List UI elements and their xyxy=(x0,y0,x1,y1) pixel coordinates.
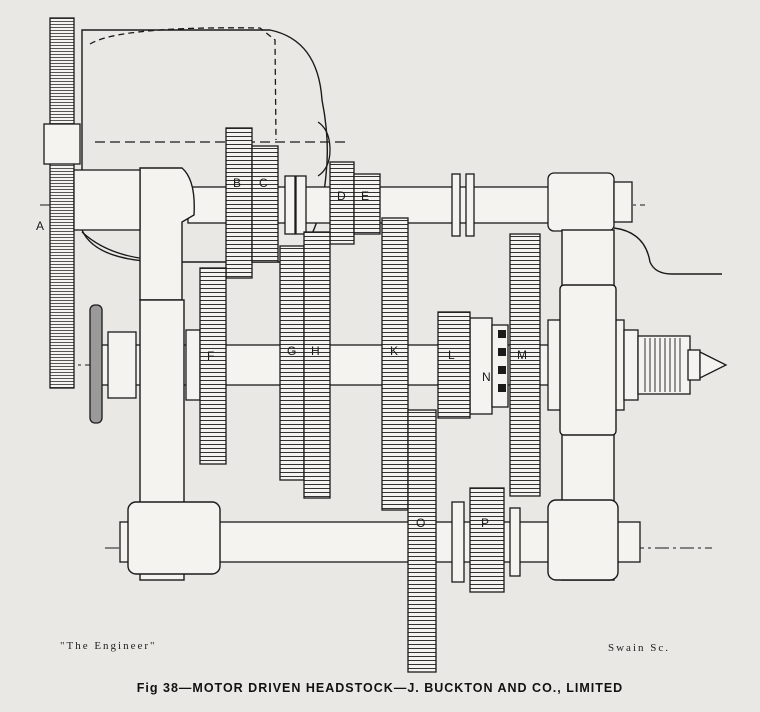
motor-housing-dashed xyxy=(89,27,277,141)
gear-e xyxy=(353,173,381,235)
label-n: N xyxy=(482,370,491,384)
gear-p xyxy=(469,487,505,593)
left-bearing-bottom xyxy=(127,501,221,575)
gear-c xyxy=(251,145,279,263)
right-bearing-main xyxy=(559,284,617,436)
motor-end-cap xyxy=(317,121,331,177)
gear-m xyxy=(509,233,541,497)
gear-o xyxy=(407,409,437,673)
left-frame-upper xyxy=(139,167,195,301)
label-c: C xyxy=(259,176,268,190)
label-a: A xyxy=(36,219,45,233)
credit-right: Swain Sc. xyxy=(608,642,670,654)
label-o: O xyxy=(416,516,426,530)
spindle-nose xyxy=(637,335,691,395)
label-p: P xyxy=(481,516,490,530)
gear-l xyxy=(437,311,471,419)
top-shaft-collar-2 xyxy=(295,175,307,235)
gear-a-boss xyxy=(73,169,141,231)
spindle-collar-f xyxy=(185,329,201,401)
gear-d xyxy=(329,161,355,245)
label-b: B xyxy=(233,176,242,190)
spindle-collar-left xyxy=(107,331,137,399)
clutch-n-teeth xyxy=(498,330,506,392)
right-bearing-bottom xyxy=(547,499,619,581)
label-e: E xyxy=(361,189,370,203)
bottom-collar-2 xyxy=(509,507,521,577)
top-bearing-block xyxy=(547,172,615,232)
top-shaft-collar-3 xyxy=(451,173,461,237)
gear-a xyxy=(49,17,75,389)
centre-point xyxy=(699,350,728,380)
gear-h xyxy=(303,231,331,499)
spindle-hub-l xyxy=(469,317,493,415)
label-h: H xyxy=(311,344,320,358)
label-k: K xyxy=(390,344,399,358)
gear-k xyxy=(381,217,409,511)
label-m: M xyxy=(517,348,527,362)
label-d: D xyxy=(337,189,346,203)
top-shaft-collar-1 xyxy=(284,175,296,235)
motor-housing-outline xyxy=(81,29,329,263)
spindle-shoulder-2 xyxy=(623,329,639,401)
cable-line xyxy=(613,227,722,275)
bottom-collar-1 xyxy=(451,501,465,583)
gear-f xyxy=(199,267,227,465)
label-g: G xyxy=(287,344,297,358)
credit-left: "The Engineer" xyxy=(60,640,157,652)
top-bearing-end xyxy=(613,181,633,223)
gear-b xyxy=(225,127,253,279)
figure-caption: Fig 38—MOTOR DRIVEN HEADSTOCK—J. BUCKTON… xyxy=(136,681,624,695)
label-f: F xyxy=(207,349,215,363)
disc-pulley xyxy=(89,304,103,424)
spindle-thread xyxy=(644,338,681,392)
label-l: L xyxy=(448,348,455,362)
spindle-nose-ring xyxy=(687,349,701,381)
top-shaft-collar-4 xyxy=(465,173,475,237)
gear-g xyxy=(279,245,305,481)
gear-a-hub xyxy=(43,123,81,165)
